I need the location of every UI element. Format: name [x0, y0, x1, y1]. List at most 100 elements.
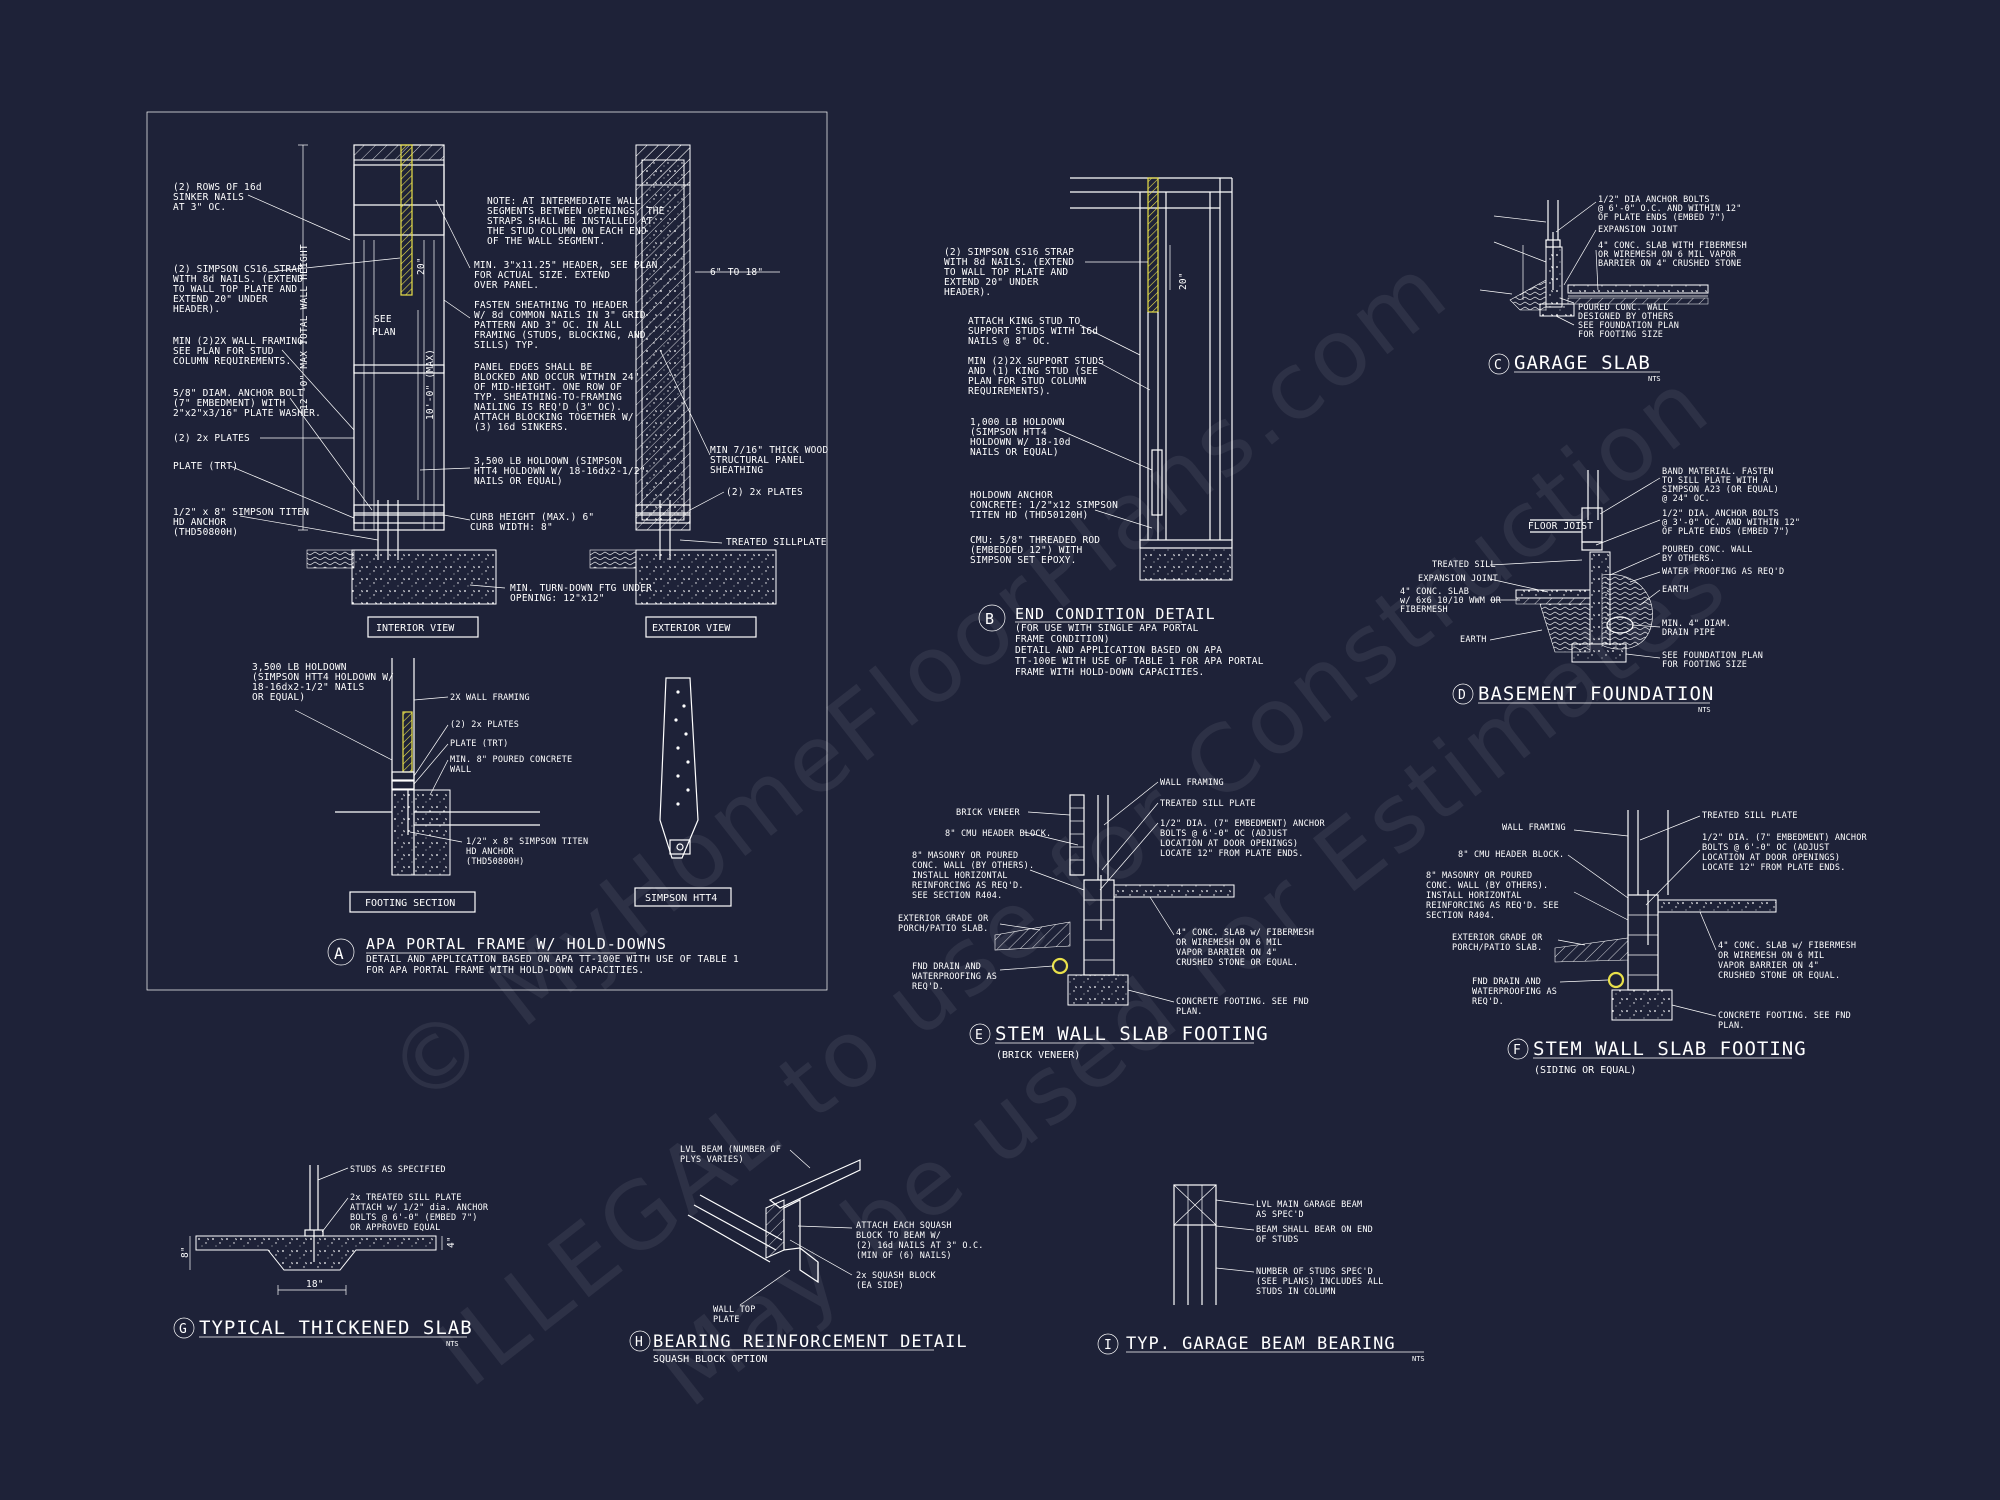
- callout-line: AND (1) KING STUD (SEE: [968, 366, 1098, 377]
- callout-line: FASTEN SHEATHING TO HEADER: [474, 300, 628, 311]
- callout-line: CONC. WALL (BY OTHERS).: [1426, 881, 1548, 891]
- callout-line: HD ANCHOR: [466, 847, 515, 857]
- simpson-htt4-box: [634, 887, 732, 907]
- callout-line: 2x SQUASH BLOCK: [856, 1271, 936, 1281]
- detail-h-leaders: [739, 1149, 853, 1306]
- callout-detail-h-notes-2: 2x SQUASH BLOCK(EA SIDE): [856, 1271, 936, 1291]
- detail-h-title: BEARING REINFORCEMENT DETAIL: [653, 1332, 968, 1352]
- callout-line: (2) 2x PLATES: [173, 433, 250, 444]
- callout-line: SEE FOUNDATION PLAN: [1662, 651, 1763, 661]
- callout-line: NOTE: AT INTERMEDIATE WALL: [487, 196, 641, 207]
- callout-detail-e-left-0: BRICK VENEER: [956, 808, 1020, 818]
- callout-line: PLAN.: [1176, 1007, 1203, 1017]
- callout-line: 4" CONC. SLAB w/ FIBERMESH: [1718, 941, 1856, 951]
- detail-d-marker-letter: D: [1458, 688, 1467, 703]
- detail-d-leaders: [1489, 477, 1661, 659]
- detail-f-marker: [1507, 1038, 1529, 1060]
- detail-e-sub: (BRICK VENEER): [996, 1050, 1080, 1061]
- detail-i-marker: [1097, 1333, 1119, 1355]
- detail-b-marker: [978, 604, 1006, 632]
- callout-detail-a-notes-mid-5: CURB HEIGHT (MAX.) 6"CURB WIDTH: 8": [470, 512, 594, 533]
- callout-line: FRAMING (STUDS, BLOCKING, AND: [474, 330, 646, 341]
- callout-line: LVL MAIN GARAGE BEAM: [1256, 1200, 1362, 1210]
- callout-line: PLATE (TRT): [450, 739, 509, 749]
- callout-line: 2X WALL FRAMING: [450, 693, 530, 703]
- callout-detail-e-right-1: TREATED SILL PLATE: [1160, 799, 1256, 809]
- callout-line: PLAN FOR STUD COLUMN: [968, 376, 1086, 387]
- callout-line: PATTERN AND 3" OC. IN ALL: [474, 320, 622, 331]
- detail-f-leaders: [1557, 815, 1717, 1017]
- callout-line: (FOR USE WITH SINGLE APA PORTAL: [1015, 623, 1199, 634]
- callout-line: w/ 6x6 10/10 WWM OR: [1400, 596, 1502, 606]
- callout-line: MIN (2)2X WALL FRAMING.: [173, 336, 309, 347]
- callout-line: BOLTS @ 6'-0" (EMBED 7"): [350, 1213, 478, 1223]
- detail-c-title: GARAGE SLAB: [1514, 352, 1651, 374]
- callout-line: OF MID-HEIGHT. ONE ROW OF: [474, 382, 622, 393]
- callout-line: HOLDOWN W/ 18-10d: [970, 437, 1071, 448]
- callout-detail-a-notes-right-3: TREATED SILLPLATE: [726, 537, 827, 548]
- callout-line: (THD50800H): [466, 857, 525, 867]
- callout-line: CRUSHED STONE OR EQUAL.: [1176, 958, 1298, 968]
- callout-line: WITH 8d NAILS. (EXTEND: [944, 257, 1074, 268]
- callout-line: EXTERIOR GRADE OR: [898, 914, 989, 924]
- callout-line: 1/2" DIA. ANCHOR BOLTS: [1662, 509, 1779, 519]
- callout-line: SEE FOUNDATION PLAN: [1578, 321, 1679, 331]
- detail-g-nts: NTS: [446, 1340, 459, 1348]
- callout-line: TREATED SILLPLATE: [726, 537, 827, 548]
- detail-g: 18" 8" 4" G TYPICAL THICKENED SLAB NTS: [173, 1165, 472, 1348]
- callout-line: BRICK VENEER: [956, 808, 1020, 818]
- detail-e-leaders: [999, 781, 1175, 1003]
- callout-line: SIMPSON SET EPOXY.: [970, 555, 1077, 566]
- callout-line: 8" CMU HEADER BLOCK.: [945, 829, 1051, 839]
- detail-b-leaders: [1054, 261, 1153, 529]
- simpson-htt4-drawing: [659, 677, 699, 859]
- callout-detail-c-right-0: 1/2" DIA ANCHOR BOLTS@ 6'-0" O.C. AND WI…: [1598, 195, 1741, 223]
- detail-g-drawing: [189, 1165, 443, 1295]
- detail-f: F STEM WALL SLAB FOOTING (SIDING OR EQUA…: [1507, 810, 1806, 1076]
- strap-highlight: [400, 144, 413, 296]
- callout-line: VAPOR BARRIER ON 4": [1718, 961, 1819, 971]
- callout-line: HD ANCHOR: [173, 517, 226, 528]
- detail-b-dim: 20": [1178, 272, 1189, 290]
- callout-line: WALL FRAMING: [1160, 778, 1224, 788]
- callout-line: HEADER).: [944, 287, 991, 298]
- callout-line: STUDS AS SPECIFIED: [350, 1165, 446, 1175]
- callout-line: HTT4 HOLDOWN W/ 18-16dx2-1/2": [474, 466, 646, 477]
- callout-line: LOCATE 12" FROM PLATE ENDS.: [1702, 863, 1846, 873]
- callout-line: 3,500 LB HOLDOWN (SIMPSON: [474, 456, 622, 467]
- simpson-htt4-label: SIMPSON HTT4: [645, 893, 717, 904]
- detail-a-leaders: [229, 194, 725, 843]
- callout-line: 2x TREATED SILL PLATE: [350, 1193, 462, 1203]
- callout-detail-a-footing-notes-0: 3,500 LB HOLDOWN(SIMPSON HTT4 HOLDOWN W/…: [252, 662, 394, 703]
- detail-c-drawing: [1509, 200, 1709, 317]
- callout-line: BOLTS @ 6'-0" OC (ADJUST: [1160, 829, 1288, 839]
- callout-line: TO SILL PLATE WITH A: [1662, 476, 1768, 486]
- callout-line: 6" TO 18": [710, 267, 763, 278]
- callout-line: MIN. 4" DIAM.: [1662, 619, 1731, 629]
- callout-line: OF PLATE ENDS (EMBED 7"): [1662, 527, 1790, 537]
- callout-line: BARRIER ON 4" CRUSHED STONE: [1598, 259, 1742, 269]
- callout-line: REINFORCING AS REQ'D. SEE: [1426, 901, 1559, 911]
- callout-line: NAILS OR EQUAL): [474, 476, 563, 487]
- callout-line: CONC. WALL (BY OTHERS).: [912, 861, 1034, 871]
- detail-e-drawing: [994, 794, 1235, 1006]
- detail-h-marker: [629, 1330, 651, 1352]
- callout-line: (2) SIMPSON CS16 STRAP: [944, 247, 1074, 258]
- callout-line: 1/2" x 8" SIMPSON TITEN: [466, 837, 588, 847]
- detail-a-sub2: FOR APA PORTAL FRAME WITH HOLD-DOWN CAPA…: [366, 965, 644, 976]
- callout-detail-e-left-1: 8" CMU HEADER BLOCK.: [945, 829, 1051, 839]
- callout-line: STRUCTURAL PANEL: [710, 455, 805, 466]
- callout-detail-a-notes-left-5: PLATE (TRT): [173, 461, 238, 472]
